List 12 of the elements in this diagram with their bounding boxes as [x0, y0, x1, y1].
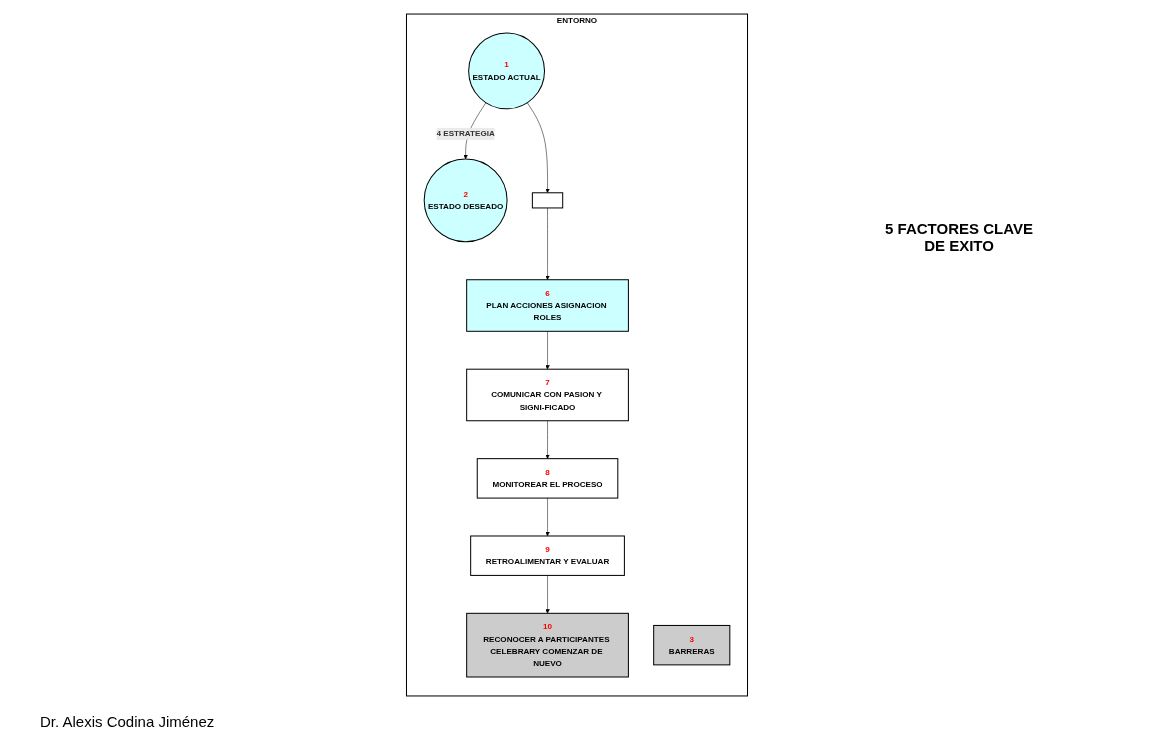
- author-credit: Dr. Alexis Codina Jiménez: [40, 713, 215, 730]
- edge-label: 4 ESTRATEGIA: [436, 129, 495, 138]
- node-circle: 2 ESTADO DESEADO: [423, 158, 508, 243]
- node-box: [531, 192, 564, 209]
- node-box: 9 RETROALIMENTAR Y EVALUAR: [470, 535, 625, 576]
- note-text: 5 FACTORES CLAVE DE EXITO: [884, 220, 1034, 254]
- node-circle: 1 ESTADO ACTUAL: [468, 32, 546, 110]
- node-box: 7 COMUNICAR CON PASION Y SIGNI-FICADO: [466, 368, 629, 422]
- node-box: 10 RECONOCER A PARTICIPANTES CELEBRARY COMENZAR DE NUEVO: [466, 612, 629, 678]
- node-box: 6 PLAN ACCIONES ASIGNACION ROLES: [466, 279, 629, 332]
- node-box: 3 BARRERAS: [653, 624, 731, 666]
- node-box: 8 MONITOREAR EL PROCESO: [476, 458, 619, 499]
